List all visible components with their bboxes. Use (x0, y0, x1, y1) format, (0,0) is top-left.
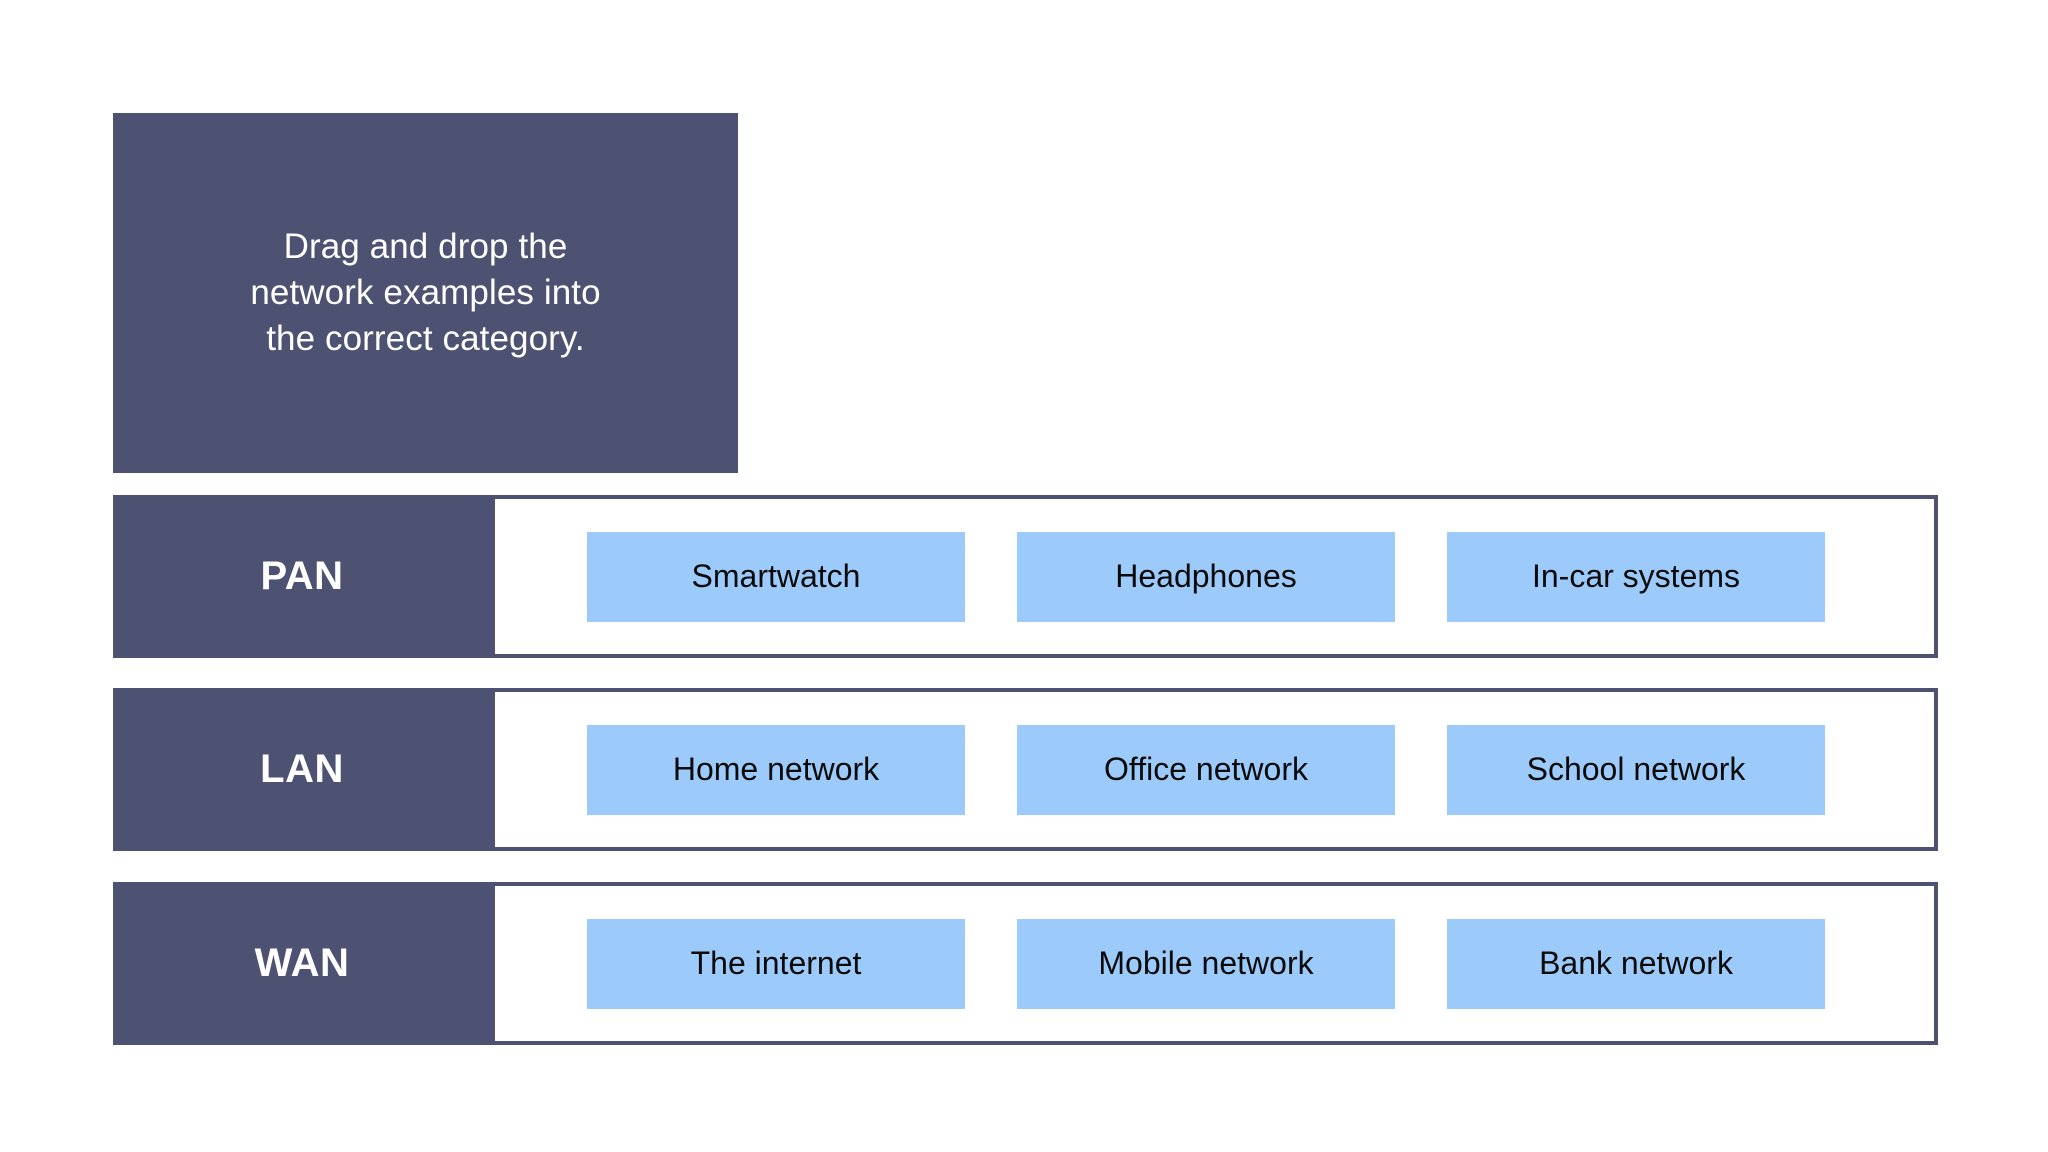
category-row-lan: LAN Home network Office network School n… (113, 688, 1938, 851)
draggable-chip[interactable]: Smartwatch (587, 531, 965, 622)
draggable-chip[interactable]: Bank network (1447, 918, 1825, 1009)
instruction-panel: Drag and drop the network examples into … (113, 113, 738, 473)
draggable-chip[interactable]: Office network (1017, 724, 1395, 815)
draggable-chip[interactable]: Headphones (1017, 531, 1395, 622)
category-label-pan: PAN (113, 495, 491, 658)
draggable-chip[interactable]: The internet (587, 918, 965, 1009)
drop-zone-pan[interactable]: Smartwatch Headphones In-car systems (491, 495, 1938, 658)
drop-zone-lan[interactable]: Home network Office network School netwo… (491, 688, 1938, 851)
category-row-pan: PAN Smartwatch Headphones In-car systems (113, 495, 1938, 658)
category-label-lan: LAN (113, 688, 491, 851)
instruction-text: Drag and drop the network examples into … (250, 226, 601, 359)
drop-zone-wan[interactable]: The internet Mobile network Bank network (491, 882, 1938, 1045)
category-label-wan: WAN (113, 882, 491, 1045)
category-row-wan: WAN The internet Mobile network Bank net… (113, 882, 1938, 1045)
draggable-chip[interactable]: Home network (587, 724, 965, 815)
draggable-chip[interactable]: Mobile network (1017, 918, 1395, 1009)
draggable-chip[interactable]: In-car systems (1447, 531, 1825, 622)
draggable-chip[interactable]: School network (1447, 724, 1825, 815)
